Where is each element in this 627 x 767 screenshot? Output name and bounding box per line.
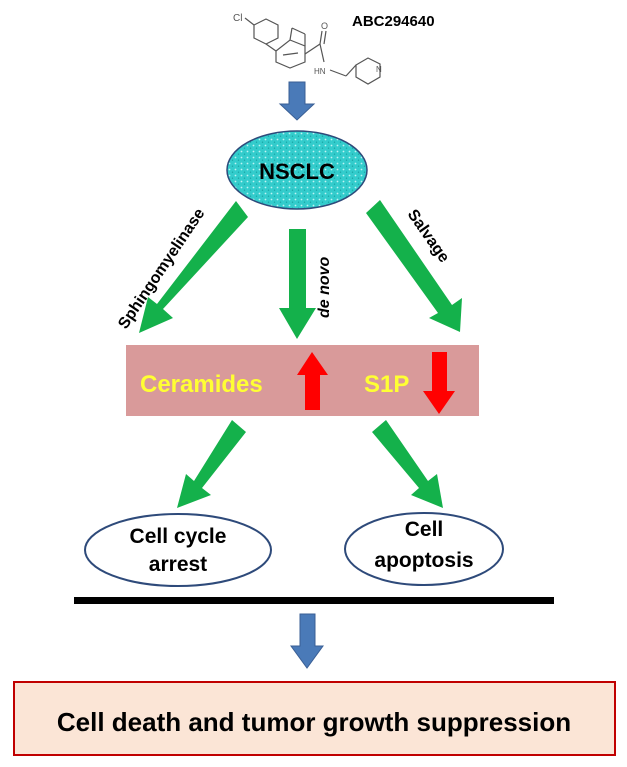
cell-apoptosis-oval	[344, 512, 504, 586]
conclusion-text: Cell death and tumor growth suppression	[57, 707, 571, 737]
ceramides-label: Ceramides	[140, 371, 263, 398]
bar-to-conclusion-arrow	[290, 613, 324, 669]
nsclc-ellipse	[226, 130, 368, 210]
svg-text:O: O	[321, 21, 328, 31]
nsclc-label: NSCLC	[259, 159, 335, 184]
conclusion-box	[13, 681, 616, 756]
de-novo-label: de novo	[316, 256, 333, 318]
compound-name: ABC294640	[352, 13, 435, 30]
cell-apoptosis-line1: Cell	[405, 518, 444, 541]
convergence-bar	[74, 597, 554, 604]
s1p-to-apoptosis-arrow	[372, 420, 443, 508]
cell-cycle-arrest-line2: arrest	[149, 553, 207, 576]
sphingomyelinase-arrow	[139, 201, 248, 333]
salvage-arrow	[366, 200, 462, 332]
cell-cycle-arrest-oval	[84, 513, 272, 587]
ceramides-to-cell-cycle-arrow	[177, 420, 246, 508]
de-novo-arrow	[279, 229, 316, 339]
svg-text:Cl: Cl	[233, 13, 242, 24]
svg-text:HN: HN	[314, 67, 326, 76]
compound-structure-image: Cl O HN N	[233, 13, 382, 85]
ceramides-up-arrow	[297, 352, 328, 410]
svg-text:N: N	[376, 65, 382, 74]
cell-apoptosis-line2: apoptosis	[374, 549, 473, 572]
s1p-label: S1P	[364, 371, 409, 398]
compound-to-nsclc-arrow	[278, 81, 316, 121]
cell-cycle-arrest-line1: Cell cycle	[130, 525, 227, 548]
s1p-down-arrow	[423, 352, 455, 414]
lipid-box	[126, 345, 479, 416]
